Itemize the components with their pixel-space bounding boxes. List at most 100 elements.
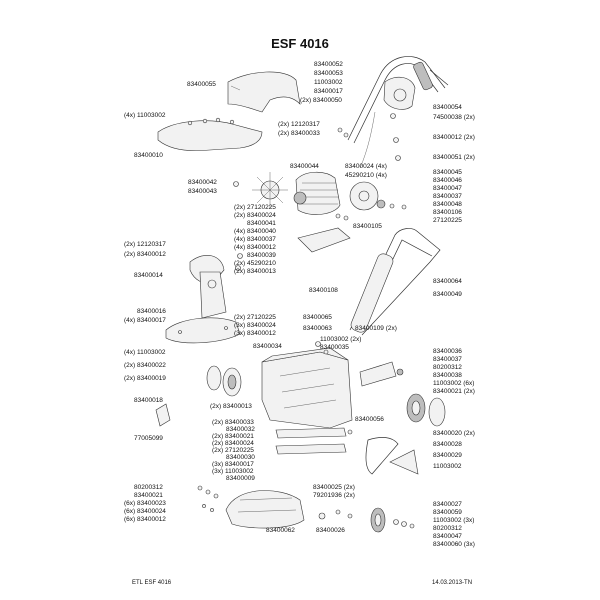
part-label-l54: (4x) 11003002 bbox=[124, 349, 166, 356]
chute-support-part bbox=[189, 253, 243, 319]
part-label-l76: (3x) 83400017 bbox=[212, 461, 254, 468]
part-label-l38: (2x) 83400013 bbox=[234, 268, 276, 275]
right-wheel-part bbox=[406, 393, 446, 427]
rear-axle-part bbox=[359, 361, 404, 387]
part-label-l37: (2x) 45290210 bbox=[234, 260, 276, 267]
part-label-l09: 74500038 (2x) bbox=[433, 114, 475, 121]
part-label-l13: 83400010 bbox=[134, 152, 163, 159]
part-label-l53: 83400035 bbox=[320, 344, 349, 351]
part-label-l55: 83400036 bbox=[433, 348, 462, 355]
part-label-l90: 80200312 bbox=[433, 525, 462, 532]
part-label-l61: 11003002 (6x) bbox=[433, 380, 474, 387]
part-label-l73: (2x) 27120225 bbox=[212, 447, 254, 454]
drive-disc-part bbox=[349, 181, 407, 211]
part-label-l06: (2x) 83400050 bbox=[300, 97, 342, 104]
base-plate-part bbox=[165, 317, 241, 344]
lower-roller-part bbox=[275, 427, 353, 455]
part-label-l86: (6x) 83400024 bbox=[124, 508, 166, 515]
part-label-l94: 83400060 (3x) bbox=[433, 541, 475, 548]
part-label-l49: 83400109 (2x) bbox=[355, 325, 397, 332]
part-label-l26: 83400106 bbox=[433, 209, 462, 216]
part-label-l16: 83400024 (4x) bbox=[345, 163, 387, 170]
part-label-l68: 77005099 bbox=[134, 435, 163, 442]
part-label-l64: (2x) 83400013 bbox=[210, 403, 252, 410]
part-label-l82: 83400021 bbox=[134, 492, 163, 499]
part-label-l59: 83400038 bbox=[433, 372, 462, 379]
part-label-l36: 83400039 bbox=[247, 252, 276, 259]
part-label-l07: (4x) 11003002 bbox=[124, 112, 166, 119]
spiked-rotor-part bbox=[233, 172, 288, 208]
part-label-l43: 83400016 bbox=[137, 308, 166, 315]
part-label-l27: (2x) 83400024 bbox=[234, 212, 276, 219]
part-label-l71: (2x) 83400024 bbox=[212, 440, 254, 447]
wheel-cap-part bbox=[155, 403, 171, 427]
part-label-l30: 83400105 bbox=[353, 223, 382, 230]
part-label-l44: (4x) 83400017 bbox=[124, 317, 166, 324]
part-label-l46: 83400065 bbox=[303, 314, 332, 321]
part-label-l58: 80200312 bbox=[433, 364, 462, 371]
part-label-l93: 83400047 bbox=[433, 533, 462, 540]
part-label-l77: 11003002 bbox=[433, 463, 462, 470]
lower-cover-part bbox=[225, 490, 305, 529]
part-label-l85: 83400027 bbox=[433, 501, 462, 508]
top-cover-part bbox=[227, 71, 301, 113]
page-title: ESF 4016 bbox=[271, 36, 329, 51]
part-label-l48: 83400063 bbox=[303, 325, 332, 332]
part-label-l65: 83400056 bbox=[355, 416, 384, 423]
part-label-l18: 83400045 bbox=[433, 169, 462, 176]
part-label-l08: 83400054 bbox=[433, 104, 462, 111]
part-label-l89: 11003002 (3x) bbox=[433, 517, 474, 524]
part-label-l78: (3x) 11003002 bbox=[212, 468, 254, 475]
part-label-l03: 83400055 bbox=[187, 81, 216, 88]
motor-part bbox=[293, 171, 341, 215]
part-label-l28: 27120225 bbox=[433, 217, 462, 224]
cable-part bbox=[337, 111, 401, 169]
motor-mount-part bbox=[297, 213, 351, 253]
part-label-l12: 83400012 (2x) bbox=[433, 134, 475, 141]
part-label-l31: (4x) 83400040 bbox=[234, 228, 276, 235]
fasteners-left-part bbox=[197, 485, 219, 512]
part-label-l92: 83400026 bbox=[316, 527, 345, 534]
part-label-l20: 83400046 bbox=[433, 177, 462, 184]
footer-right: 14.03.2013-TN bbox=[432, 580, 473, 586]
part-label-l56: 83400037 bbox=[433, 356, 462, 363]
part-label-l79: 83400009 bbox=[226, 475, 255, 482]
part-label-l66: (2x) 83400033 bbox=[212, 419, 254, 426]
part-label-l51: 11003002 (2x) bbox=[320, 336, 361, 343]
footer-left: ETL ESF 4016 bbox=[132, 580, 172, 586]
part-label-l19: 83400042 bbox=[188, 179, 217, 186]
part-label-l72: 83400028 bbox=[433, 441, 462, 448]
part-label-l83: 79201936 (2x) bbox=[313, 492, 355, 499]
upper-handle-part bbox=[347, 56, 449, 144]
part-label-l34: (4x) 83400012 bbox=[234, 244, 276, 251]
part-label-l29: 83400041 bbox=[247, 220, 276, 227]
part-label-l04: 11003002 bbox=[314, 79, 343, 86]
part-label-l17: 45290210 (4x) bbox=[345, 172, 387, 179]
part-label-l41: 83400108 bbox=[309, 287, 338, 294]
part-label-l81: 83400025 (2x) bbox=[313, 484, 355, 491]
part-label-l10: (2x) 12120317 bbox=[278, 121, 320, 128]
part-label-l32: (4x) 83400037 bbox=[234, 236, 276, 243]
small-parts-part bbox=[318, 509, 353, 520]
part-label-l62: 83400021 (2x) bbox=[433, 388, 475, 395]
part-label-l42: 83400049 bbox=[433, 291, 462, 298]
part-label-l02: 83400053 bbox=[314, 70, 343, 77]
part-label-l21: 83400047 bbox=[433, 185, 462, 192]
part-label-l52: 83400034 bbox=[253, 343, 282, 350]
part-label-l74: 83400030 bbox=[226, 454, 255, 461]
left-wheel-part bbox=[206, 365, 242, 397]
part-label-l50: (3x) 83400012 bbox=[234, 330, 276, 337]
part-label-l01: 83400052 bbox=[314, 61, 343, 68]
lower-handle-part bbox=[349, 228, 441, 336]
part-label-l35: (2x) 83400012 bbox=[124, 251, 166, 258]
part-label-l80: 80200312 bbox=[134, 484, 163, 491]
part-label-l60: (2x) 83400019 bbox=[124, 375, 166, 382]
part-label-l22: 83400043 bbox=[188, 188, 217, 195]
part-label-l70: 83400020 (2x) bbox=[433, 430, 475, 437]
part-label-l39: 83400014 bbox=[134, 272, 163, 279]
part-label-l45: (2x) 27120225 bbox=[234, 314, 276, 321]
switch-box-part bbox=[383, 76, 416, 110]
